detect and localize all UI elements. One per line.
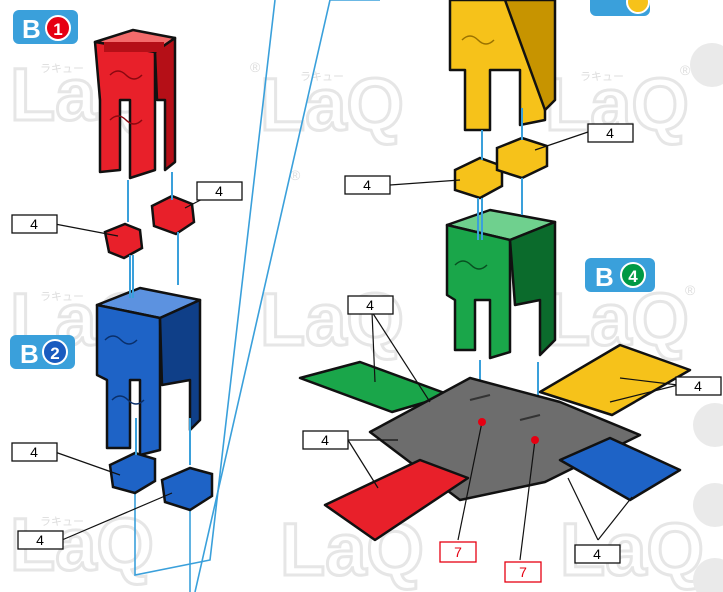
svg-text:4: 4 xyxy=(694,378,702,394)
step-badge-b1: B 1 xyxy=(13,10,78,44)
svg-text:2: 2 xyxy=(50,344,59,363)
count-tag: 4 xyxy=(575,545,620,563)
yellow-cube xyxy=(450,0,555,130)
svg-text:B: B xyxy=(22,14,41,44)
watermark-kana: ラキュー xyxy=(40,63,84,75)
watermark-kana: ラキュー xyxy=(580,71,624,83)
green-cube-b4 xyxy=(447,210,555,358)
svg-text:B: B xyxy=(595,262,614,292)
svg-text:4: 4 xyxy=(606,125,614,141)
step-badge-b4: B 4 xyxy=(585,258,655,292)
red-joint-pieces xyxy=(105,196,194,258)
blue-cube-b2 xyxy=(97,288,200,455)
count-tag: 4 xyxy=(348,296,393,314)
watermark-mark: ® xyxy=(680,62,691,78)
watermark-kana: ラキュー xyxy=(40,516,84,528)
count-tag: 4 xyxy=(18,531,63,549)
watermark-circle xyxy=(693,403,723,447)
count-tag: 4 xyxy=(12,443,57,461)
count-tag: 4 xyxy=(303,431,348,449)
svg-text:4: 4 xyxy=(366,297,374,313)
step-badge-b2: B 2 xyxy=(10,335,75,369)
count-tag: 4 xyxy=(588,124,633,142)
watermark-mark: ® xyxy=(250,59,261,75)
svg-text:4: 4 xyxy=(30,444,38,460)
red-cube-b1 xyxy=(95,30,175,178)
blue-foot-pieces xyxy=(110,453,212,510)
watermark-mark: ® xyxy=(685,282,696,298)
pin-count-tag: 7 xyxy=(505,562,541,582)
svg-text:B: B xyxy=(20,339,39,369)
step-badge-b3-partial xyxy=(590,0,650,16)
svg-text:4: 4 xyxy=(30,216,38,232)
svg-text:1: 1 xyxy=(53,20,62,39)
pin-count-tag: 7 xyxy=(440,542,476,562)
watermark-logo: LaQ xyxy=(260,278,404,361)
svg-text:4: 4 xyxy=(593,546,601,562)
watermark-kana: ラキュー xyxy=(40,291,84,303)
watermark-kana: ラキュー xyxy=(300,71,344,83)
svg-text:7: 7 xyxy=(454,544,462,560)
count-tag: 4 xyxy=(345,176,390,194)
count-tag: 4 xyxy=(12,215,57,233)
yellow-joint-pieces xyxy=(455,138,547,198)
count-tag: 4 xyxy=(197,182,242,200)
svg-text:4: 4 xyxy=(215,183,223,199)
svg-text:4: 4 xyxy=(363,177,371,193)
svg-text:4: 4 xyxy=(321,432,329,448)
svg-text:4: 4 xyxy=(36,532,44,548)
watermark-circle xyxy=(690,43,723,87)
svg-text:4: 4 xyxy=(628,267,638,286)
svg-text:7: 7 xyxy=(519,564,527,580)
count-tag: 4 xyxy=(676,377,721,395)
